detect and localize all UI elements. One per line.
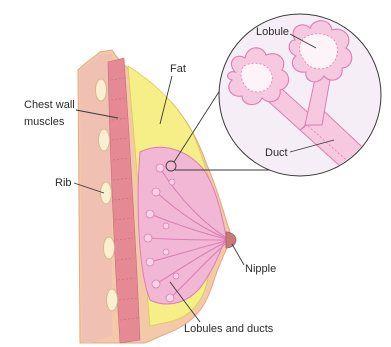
label-nipple: Nipple: [245, 263, 276, 275]
label-rib: Rib: [55, 177, 72, 189]
nipple: [226, 232, 236, 248]
label-lobule: Lobule: [256, 26, 289, 38]
label-lobules-and-ducts: Lobules and ducts: [184, 323, 274, 335]
rib-oval: [101, 182, 112, 204]
rib-oval: [99, 129, 110, 151]
label-duct: Duct: [265, 147, 288, 159]
leader-nipple: [232, 244, 244, 265]
label-chest-wall-line1: Chest wall: [24, 99, 75, 111]
rib-oval: [107, 289, 118, 311]
rib-oval: [104, 237, 115, 259]
rib-oval: [96, 79, 107, 101]
label-chest-wall-line2: muscles: [24, 116, 65, 128]
label-fat: Fat: [170, 63, 186, 75]
magnified-inset: [219, 14, 391, 195]
